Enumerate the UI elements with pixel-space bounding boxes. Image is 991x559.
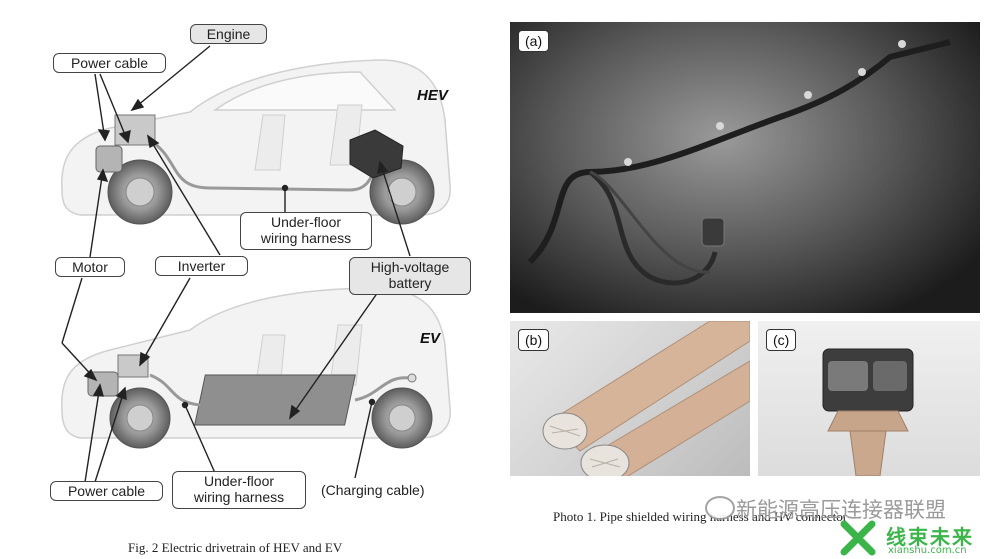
watermark-text: 新能源高压连接器联盟 xyxy=(736,498,946,522)
ev-charging-cable xyxy=(354,376,411,402)
wiring-harness-image xyxy=(527,39,951,286)
label-power-cable-top: Power cable xyxy=(53,53,166,73)
wechat-icon xyxy=(705,496,735,520)
hv-connector-image xyxy=(822,348,914,476)
ev-underfloor-harness xyxy=(149,373,201,407)
leader-lines xyxy=(61,45,411,483)
figure2-caption: Fig. 2 Electric drivetrain of HEV and EV xyxy=(128,540,343,555)
photo-c: (c) xyxy=(758,321,980,476)
photo1-caption: Photo 1. Pipe shielded wiring harness an… xyxy=(553,509,848,524)
photo-a-tag: (a) xyxy=(518,30,550,52)
photo-a: (a) xyxy=(510,22,980,313)
label-charging-cable: (Charging cable) xyxy=(321,482,425,498)
label-underfloor-top: Under-floor wiring harness xyxy=(240,212,372,250)
photo-b: (b) xyxy=(510,321,750,476)
photo-c-tag: (c) xyxy=(766,329,797,351)
label-engine: Engine xyxy=(190,24,267,44)
label-motor: Motor xyxy=(55,257,125,277)
xianshu-logo-icon xyxy=(840,520,876,556)
ev-tag: EV xyxy=(420,330,441,347)
ev-floor-battery xyxy=(194,374,356,426)
logo-text: 线束未来 xyxy=(886,525,974,549)
hev-motor-block xyxy=(95,145,123,173)
shielded-cables-image xyxy=(542,321,750,476)
label-hv-battery: High-voltage battery xyxy=(349,257,471,295)
label-inverter: Inverter xyxy=(155,256,248,276)
drivetrain-diagram xyxy=(61,45,451,483)
hev-tag: HEV xyxy=(417,87,448,104)
hev-battery-block xyxy=(349,129,404,179)
label-underfloor-bottom: Under-floor wiring harness xyxy=(172,471,306,509)
photo-b-tag: (b) xyxy=(518,329,550,351)
logo-url: xianshu.com.cn xyxy=(888,545,967,556)
label-power-cable-bottom: Power cable xyxy=(50,481,163,501)
